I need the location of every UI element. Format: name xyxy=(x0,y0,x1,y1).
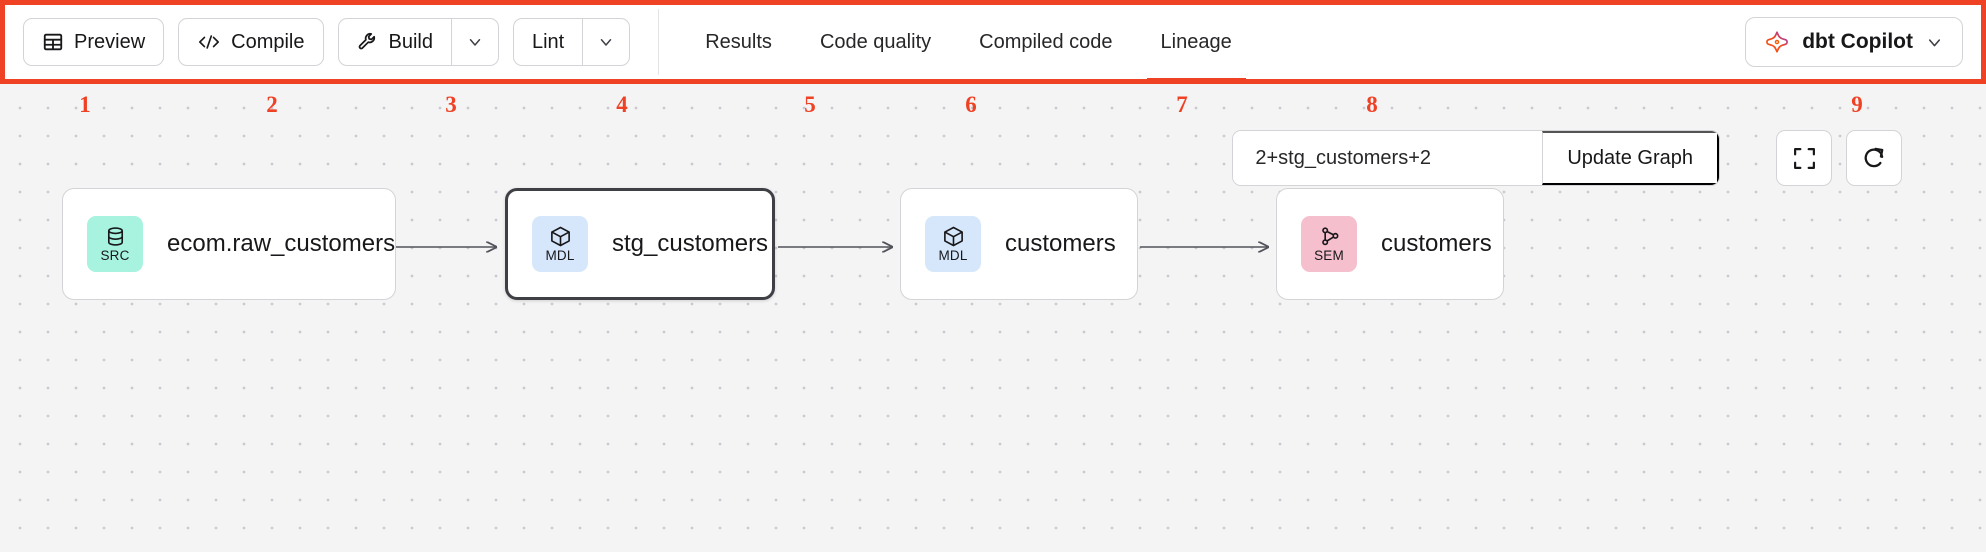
panel-tabs: Results Code quality Compiled code Linea… xyxy=(681,5,1256,83)
lint-button-label: Lint xyxy=(531,30,565,53)
annotation-marker-9: 9 xyxy=(1851,92,1863,117)
tab-results-label: Results xyxy=(705,30,772,53)
wrench-icon xyxy=(357,31,379,53)
preview-button-label: Preview xyxy=(74,30,146,53)
tab-code-quality-label: Code quality xyxy=(819,30,932,53)
toolbar-right-group: dbt Copilot xyxy=(1745,17,1981,67)
lineage-node-src-ecom-raw-customers[interactable]: SRC ecom.raw_customers xyxy=(62,188,396,300)
tab-compiled-code[interactable]: Compiled code xyxy=(955,5,1136,79)
database-cylinder-icon xyxy=(104,225,127,248)
node-badge-mdl: MDL xyxy=(532,216,588,272)
node-badge-sem: SEM xyxy=(1301,216,1357,272)
lineage-node-mdl-stg-customers[interactable]: MDL stg_customers xyxy=(505,188,775,300)
node-name: customers xyxy=(1381,230,1492,257)
annotation-marker-3: 3 xyxy=(445,92,457,117)
graph-selector-input[interactable] xyxy=(1233,131,1543,185)
update-graph-button[interactable]: Update Graph xyxy=(1542,131,1719,185)
lint-dropdown-button[interactable] xyxy=(582,18,631,66)
chevron-down-icon xyxy=(597,33,615,51)
tab-compiled-code-label: Compiled code xyxy=(979,30,1113,53)
tab-lineage-label: Lineage xyxy=(1160,30,1232,53)
tab-results[interactable]: Results xyxy=(681,5,796,79)
refresh-icon xyxy=(1861,145,1887,171)
node-badge-mdl: MDL xyxy=(925,216,981,272)
node-name: ecom.raw_customers xyxy=(167,230,396,257)
annotation-marker-7: 7 xyxy=(1176,92,1188,117)
toolbar-divider xyxy=(658,9,660,75)
dbt-copilot-star-icon xyxy=(1764,29,1790,55)
reset-graph-button[interactable] xyxy=(1846,130,1902,186)
lint-button[interactable]: Lint xyxy=(512,18,583,66)
fit-to-screen-icon xyxy=(1792,146,1817,171)
node-badge-src: SRC xyxy=(87,216,143,272)
toolbar-action-buttons: Preview Compile xyxy=(5,5,631,79)
lineage-canvas[interactable]: 1 2 3 4 5 6 7 8 9 Update Graph xyxy=(0,84,1986,552)
node-badge-label: SRC xyxy=(100,248,130,264)
graph-icon-buttons xyxy=(1776,130,1902,186)
node-badge-label: MDL xyxy=(938,248,968,264)
annotation-marker-5: 5 xyxy=(804,92,816,117)
graph-selector-group: Update Graph xyxy=(1232,130,1720,186)
lineage-node-sem-customers[interactable]: SEM customers xyxy=(1276,188,1504,300)
lint-split-button: Lint xyxy=(512,18,631,66)
build-dropdown-button[interactable] xyxy=(450,18,499,66)
dbt-copilot-label: dbt Copilot xyxy=(1802,30,1913,53)
node-badge-label: MDL xyxy=(545,248,575,264)
table-grid-icon xyxy=(42,31,64,53)
fit-to-screen-button[interactable] xyxy=(1776,130,1832,186)
cube-icon xyxy=(549,225,572,248)
node-name: stg_customers xyxy=(612,230,769,257)
editor-toolbar: Preview Compile xyxy=(0,0,1986,84)
cube-icon xyxy=(942,225,965,248)
compile-button-label: Compile xyxy=(231,30,305,53)
annotation-marker-2: 2 xyxy=(266,92,278,117)
compile-button[interactable]: Compile xyxy=(178,18,324,66)
chevron-down-icon xyxy=(1925,33,1944,52)
tab-lineage[interactable]: Lineage xyxy=(1137,5,1256,83)
annotation-marker-8: 8 xyxy=(1366,92,1378,117)
build-button[interactable]: Build xyxy=(337,18,451,66)
lineage-node-mdl-customers[interactable]: MDL customers xyxy=(900,188,1138,300)
graph-controls: Update Graph xyxy=(1232,130,1902,186)
semantic-graph-icon xyxy=(1318,225,1341,248)
tab-code-quality[interactable]: Code quality xyxy=(796,5,955,79)
build-button-label: Build xyxy=(388,30,433,53)
annotation-marker-4: 4 xyxy=(616,92,628,117)
annotation-marker-1: 1 xyxy=(79,92,91,117)
node-badge-label: SEM xyxy=(1314,248,1344,264)
update-graph-label: Update Graph xyxy=(1567,146,1693,169)
node-name: customers xyxy=(1005,230,1116,257)
preview-button[interactable]: Preview xyxy=(23,18,165,66)
build-split-button: Build xyxy=(337,18,499,66)
annotation-marker-6: 6 xyxy=(965,92,977,117)
chevron-down-icon xyxy=(466,33,484,51)
code-brackets-icon xyxy=(197,31,221,53)
dbt-copilot-button[interactable]: dbt Copilot xyxy=(1745,17,1963,67)
